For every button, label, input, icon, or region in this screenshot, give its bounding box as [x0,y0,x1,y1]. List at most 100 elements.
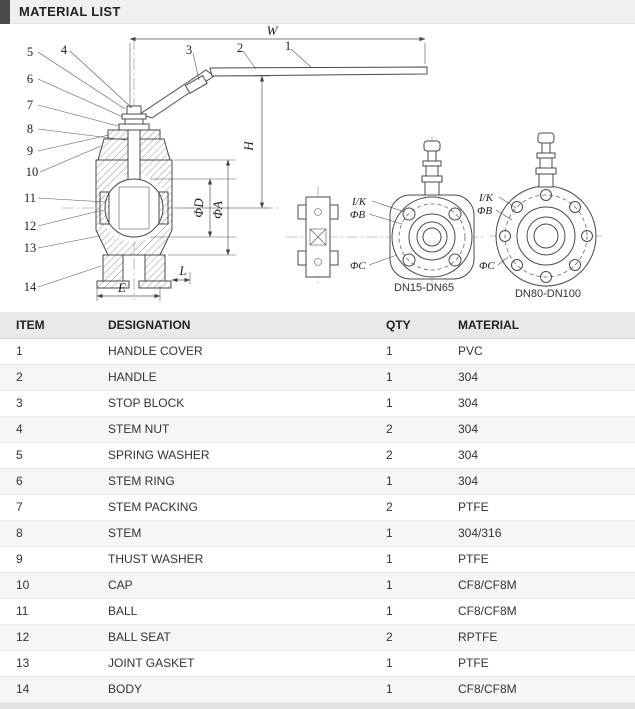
cell-material: PTFE [442,494,635,521]
cell-material: 304 [442,416,635,443]
cell-item: 13 [0,650,92,677]
cell-material: 304 [442,442,635,469]
dim-label-h: H [241,141,256,152]
cell-item: 9 [0,546,92,573]
cell-material: PVC [442,338,635,365]
drawing-area: W H ΦD ΦA E L 5 [0,24,635,312]
cell-material: RPTFE [442,624,635,651]
callout-14: 14 [24,280,37,294]
cell-designation: THUST WASHER [92,546,370,573]
side-flange-view [286,186,486,284]
cell-item: 1 [0,338,92,365]
cell-material: 304 [442,468,635,495]
col-designation: DESIGNATION [92,312,370,339]
callout-13: 13 [24,241,37,255]
cell-item: 8 [0,520,92,547]
cell-designation: STOP BLOCK [92,390,370,417]
col-qty: QTY [370,312,442,339]
dim-label-w: W [267,24,279,38]
dim-label-phi-a: ΦA [210,201,225,219]
title-marker [0,0,10,24]
cell-qty: 1 [370,520,442,547]
col-material: MATERIAL [442,312,635,339]
cell-designation: STEM RING [92,468,370,495]
page-title: MATERIAL LIST [19,4,121,19]
flange-view-dn80-dn100: I/K ΦB ΦC DN80-DN100 [477,132,604,300]
cell-item: 10 [0,572,92,599]
view1-label-ik: I/K [351,196,367,208]
cell-qty: 1 [370,364,442,391]
cell-material: CF8/CF8M [442,676,635,703]
callout-2: 2 [237,41,243,55]
cell-designation: JOINT GASKET [92,650,370,677]
dim-label-l: L [178,263,186,278]
cell-designation: HANDLE [92,364,370,391]
cell-item: 4 [0,416,92,443]
view2-label-phi-b: ΦB [477,205,492,217]
callout-11: 11 [24,191,36,205]
callout-12: 12 [24,219,37,233]
cell-designation: HANDLE COVER [92,338,370,365]
cell-item: 12 [0,624,92,651]
cell-designation: BALL SEAT [92,624,370,651]
flange-view-dn15-dn65: I/K ΦB ΦC DN15-DN65 [350,136,475,294]
table-header-row: ITEM DESIGNATION QTY MATERIAL [0,312,635,339]
dim-label-e: E [117,280,126,295]
cell-material: 304 [442,364,635,391]
cell-material: PTFE [442,650,635,677]
callout-5: 5 [27,45,33,59]
callout-7: 7 [27,98,33,112]
cell-qty: 2 [370,624,442,651]
view2-label-ik: I/K [478,192,494,204]
callout-10: 10 [26,165,39,179]
cell-material: 304/316 [442,520,635,547]
cell-item: 14 [0,676,92,703]
cell-material: PTFE [442,546,635,573]
dim-label-phi-d: ΦD [191,198,206,218]
dimension-lines: W H ΦD ΦA E L [96,24,426,301]
cell-qty: 1 [370,598,442,625]
page-header: MATERIAL LIST [0,0,635,24]
valve-cross-section [62,38,428,300]
cell-designation: STEM PACKING [92,494,370,521]
cell-item: 7 [0,494,92,521]
cell-qty: 2 [370,416,442,443]
callout-8: 8 [27,122,33,136]
cell-designation: BALL [92,598,370,625]
view1-label-phi-c: ΦC [350,260,366,272]
cell-material: 304 [442,390,635,417]
view2-caption: DN80-DN100 [515,288,581,300]
footer-strip [0,702,635,709]
cell-designation: BODY [92,676,370,703]
cell-item: 6 [0,468,92,495]
cell-qty: 1 [370,546,442,573]
callout-4: 4 [61,43,68,57]
cell-qty: 1 [370,676,442,703]
cell-item: 5 [0,442,92,469]
cell-designation: SPRING WASHER [92,442,370,469]
cell-qty: 1 [370,572,442,599]
cell-material: CF8/CF8M [442,598,635,625]
cell-item: 3 [0,390,92,417]
technical-drawing: W H ΦD ΦA E L 5 [24,24,604,301]
cell-qty: 1 [370,390,442,417]
view1-label-phi-b: ΦB [350,209,365,221]
callout-3: 3 [186,43,192,57]
cell-designation: CAP [92,572,370,599]
callout-9: 9 [27,144,33,158]
cell-qty: 1 [370,650,442,677]
cell-designation: STEM NUT [92,416,370,443]
cell-qty: 1 [370,338,442,365]
cell-designation: STEM [92,520,370,547]
